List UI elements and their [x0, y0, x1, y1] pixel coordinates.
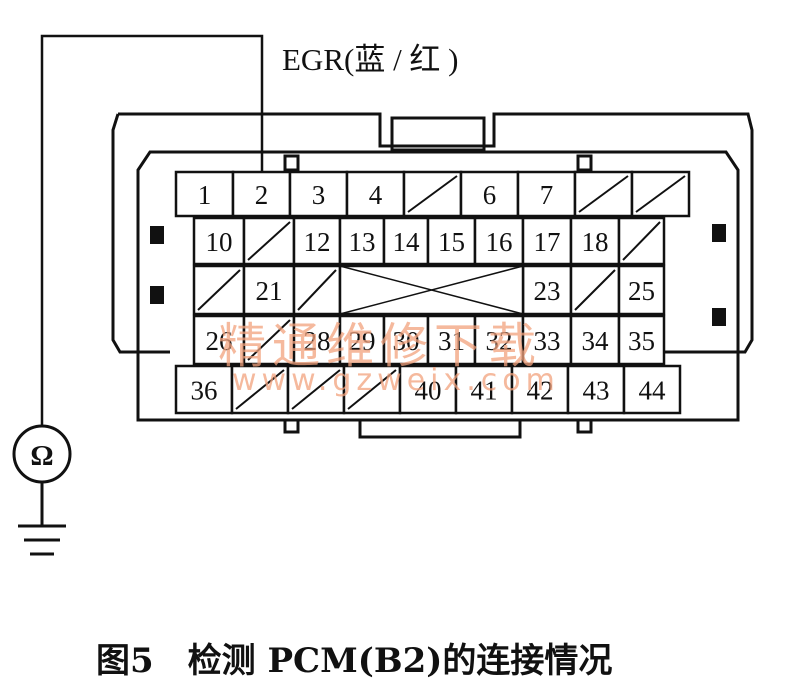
pin-2: 2: [231, 170, 292, 218]
svg-text:43: 43: [583, 376, 610, 406]
pin-empty: [342, 364, 402, 415]
pin-23: 23: [521, 264, 573, 316]
svg-text:12: 12: [304, 227, 331, 257]
pin-10: 10: [192, 216, 246, 266]
ground-icon: [18, 482, 66, 556]
svg-text:30: 30: [393, 326, 420, 356]
pin-43: 43: [566, 364, 626, 415]
pin-42: 42: [510, 364, 570, 415]
pin-empty: [286, 364, 346, 415]
svg-text:32: 32: [486, 326, 513, 356]
pin-28: 28: [292, 314, 342, 366]
svg-text:25: 25: [628, 276, 655, 306]
svg-text:17: 17: [534, 227, 561, 257]
pin-empty: [242, 216, 296, 266]
ohm-symbol: Ω: [30, 440, 53, 472]
svg-text:28: 28: [304, 326, 331, 356]
pin-4: 4: [345, 170, 406, 218]
svg-text:40: 40: [415, 376, 442, 406]
pin-empty: [569, 264, 621, 316]
svg-text:14: 14: [393, 227, 421, 257]
svg-text:1: 1: [198, 180, 212, 210]
egr-wire-label: EGR(蓝 / 红 ): [282, 42, 459, 77]
svg-text:34: 34: [582, 326, 610, 356]
svg-text:31: 31: [438, 326, 465, 356]
pin-34: 34: [569, 314, 621, 366]
pin-empty: [292, 264, 342, 316]
pin-empty: [617, 216, 666, 266]
svg-text:36: 36: [191, 376, 218, 406]
svg-text:33: 33: [534, 326, 561, 356]
pin-empty: [402, 170, 463, 218]
pin-36: 36: [174, 364, 234, 415]
pin-17: 17: [521, 216, 573, 266]
svg-text:42: 42: [527, 376, 554, 406]
svg-text:15: 15: [438, 227, 465, 257]
pin-6: 6: [459, 170, 520, 218]
pin-30: 30: [382, 314, 430, 366]
svg-text:16: 16: [486, 227, 513, 257]
watermark-text: 精通维修下载: [218, 318, 542, 374]
svg-text:44: 44: [639, 376, 667, 406]
svg-text:13: 13: [349, 227, 376, 257]
pin-25: 25: [617, 264, 666, 316]
ohmmeter-icon: Ω: [12, 424, 72, 484]
watermark-url: www.gzweix.com: [232, 363, 560, 398]
pin-16: 16: [473, 216, 525, 266]
pin-12: 12: [292, 216, 342, 266]
svg-text:18: 18: [582, 227, 609, 257]
svg-text:3: 3: [312, 180, 326, 210]
blank-cavity-block: [338, 264, 525, 316]
pin-3: 3: [288, 170, 349, 218]
pin-14: 14: [382, 216, 430, 266]
pin-empty: [573, 170, 634, 218]
pin-44: 44: [622, 364, 682, 415]
pin-33: 33: [521, 314, 573, 366]
pin-29: 29: [338, 314, 386, 366]
svg-text:41: 41: [471, 376, 498, 406]
pin-18: 18: [569, 216, 621, 266]
pin-35: 35: [617, 314, 666, 366]
svg-text:4: 4: [369, 180, 383, 210]
svg-text:29: 29: [349, 326, 376, 356]
pin-empty: [630, 170, 691, 218]
pin-7: 7: [516, 170, 577, 218]
svg-text:7: 7: [540, 180, 554, 210]
pin-40: 40: [398, 364, 458, 415]
connector-housing: [111, 112, 754, 439]
svg-text:21: 21: [256, 276, 283, 306]
pin-15: 15: [426, 216, 477, 266]
test-lead-wire: [40, 34, 264, 428]
svg-text:23: 23: [534, 276, 561, 306]
pin-41: 41: [454, 364, 514, 415]
pin-empty: [230, 364, 290, 415]
svg-text:6: 6: [483, 180, 497, 210]
svg-text:10: 10: [206, 227, 233, 257]
svg-text:26: 26: [206, 326, 233, 356]
svg-text:2: 2: [255, 180, 269, 210]
pin-1: 1: [174, 170, 235, 218]
svg-text:35: 35: [628, 326, 655, 356]
pin-13: 13: [338, 216, 386, 266]
figure-caption: 图5 检测 PCM(B2)的连接情况: [96, 641, 612, 681]
pin-empty: [192, 264, 246, 316]
pin-21: 21: [242, 264, 296, 316]
connector-side-tabs: [150, 224, 726, 326]
pin-32: 32: [473, 314, 525, 366]
